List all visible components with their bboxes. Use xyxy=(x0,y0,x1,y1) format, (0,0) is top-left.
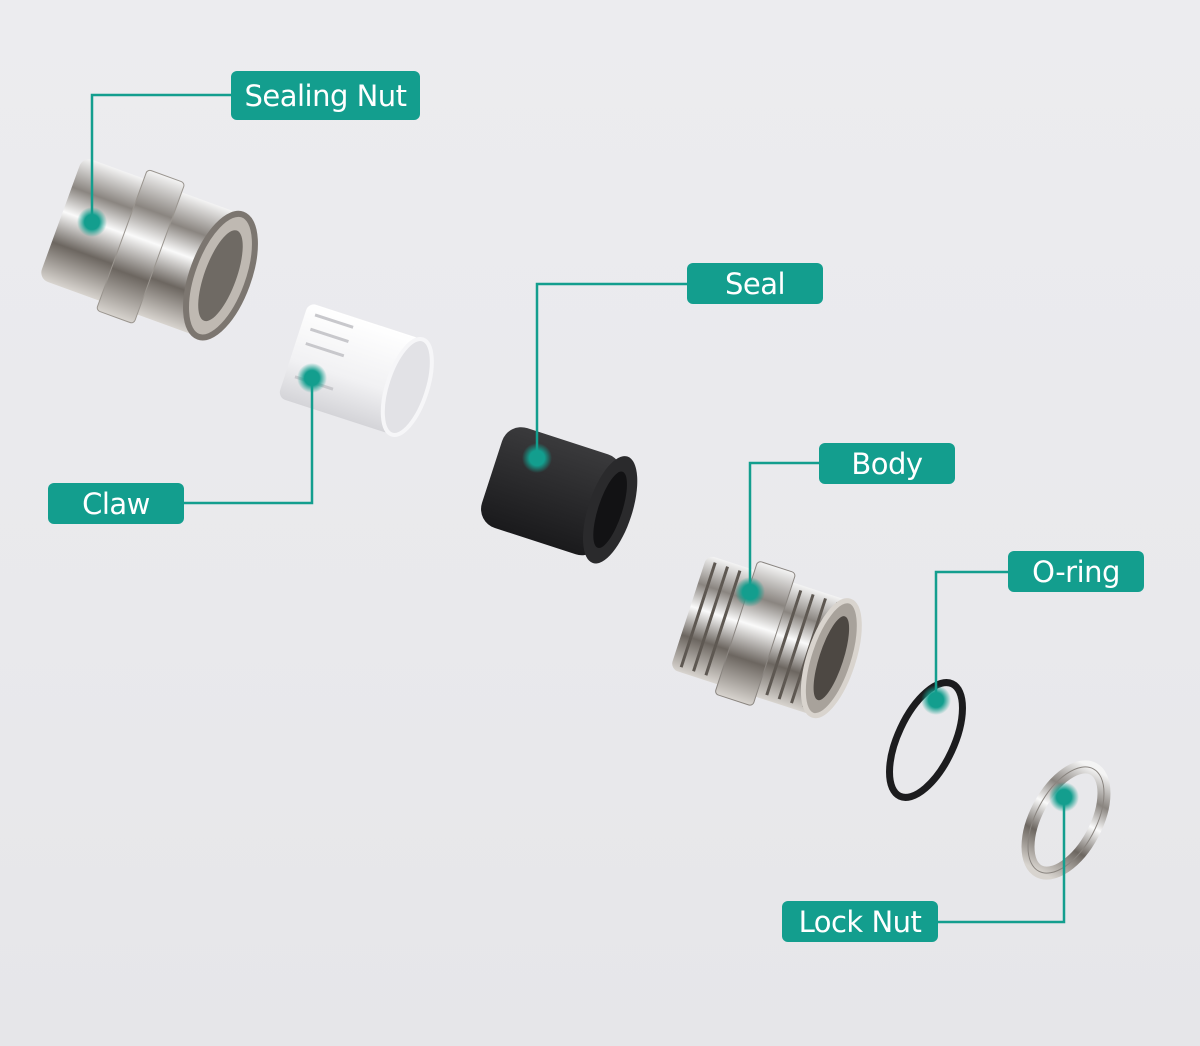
o-ring-part xyxy=(886,679,966,801)
leader-lock-nut xyxy=(938,797,1066,924)
marker-dot-sealing-nut xyxy=(77,207,107,237)
leader-o-ring xyxy=(934,570,1008,700)
label-sealing-nut: Sealing Nut xyxy=(231,71,420,120)
marker-dot-body xyxy=(735,577,765,607)
leader-sealing-nut xyxy=(90,93,231,222)
marker-dot-claw xyxy=(297,363,327,393)
leader-lines xyxy=(90,93,1066,924)
lock-nut-part xyxy=(1021,760,1111,880)
label-lock-nut: Lock Nut xyxy=(782,901,938,942)
seal-part xyxy=(481,427,638,564)
leader-claw xyxy=(184,378,314,505)
label-claw: Claw xyxy=(48,483,184,524)
marker-dots xyxy=(77,207,1079,812)
marker-dot-o-ring xyxy=(921,685,951,715)
label-o-ring: O-ring xyxy=(1008,551,1144,592)
label-seal: Seal xyxy=(687,263,823,304)
label-body: Body xyxy=(819,443,955,484)
marker-dot-seal xyxy=(522,443,552,473)
leader-body xyxy=(748,461,819,592)
body-part xyxy=(672,556,862,719)
sealing-nut-part xyxy=(41,159,258,341)
marker-dot-lock-nut xyxy=(1049,782,1079,812)
leader-seal xyxy=(535,282,687,458)
